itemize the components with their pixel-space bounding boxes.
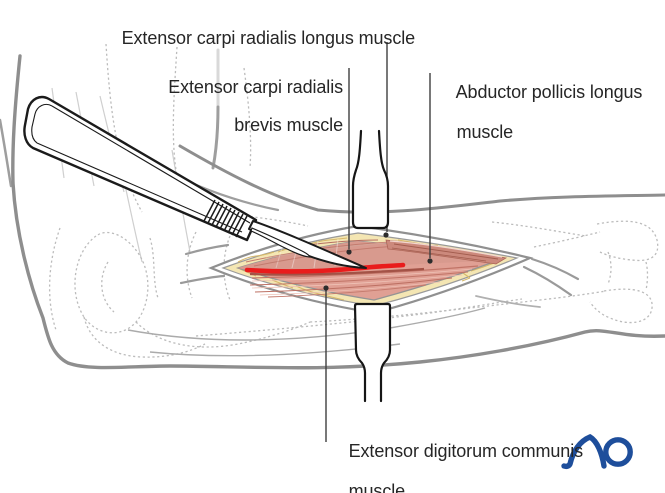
abductor-fibers (389, 240, 503, 262)
bone-outline-lines (48, 43, 659, 358)
leader-apl-dot (427, 258, 433, 264)
incision (208, 224, 534, 315)
scalpel-handle-inner-line (31, 103, 251, 233)
leader-lines (323, 42, 431, 442)
leader-dots (346, 232, 433, 264)
leader-ecrb-dot (346, 249, 352, 255)
retractor-bottom (353, 302, 392, 403)
label-apl: Abductor pollicis longus muscle (455, 82, 643, 142)
scalpel-handle (23, 95, 258, 242)
edc-fibers (249, 265, 479, 298)
retractor-top (351, 129, 390, 230)
upper-muscle (238, 241, 504, 271)
scalpel (23, 95, 367, 269)
scalpel-grip-hatching (203, 199, 248, 238)
leader-edc-dot (323, 285, 329, 291)
label-ecrb: Extensor carpi radialis brevis muscle (168, 77, 343, 135)
label-edc: Extensor digitorum communis muscle (348, 441, 583, 493)
scalpel-blade-slot (250, 227, 311, 258)
label-ecrl: Extensor carpi radialis longus muscle (121, 28, 416, 48)
incision-extension-lines (179, 243, 580, 308)
arm-outline (0, 48, 665, 370)
leader-ecrl-dot (383, 232, 389, 238)
ao-logo-icon (561, 434, 633, 470)
skin-crease-lines (127, 307, 486, 357)
fascia-incision-red-line (244, 262, 406, 274)
cut-shadow (249, 267, 425, 276)
